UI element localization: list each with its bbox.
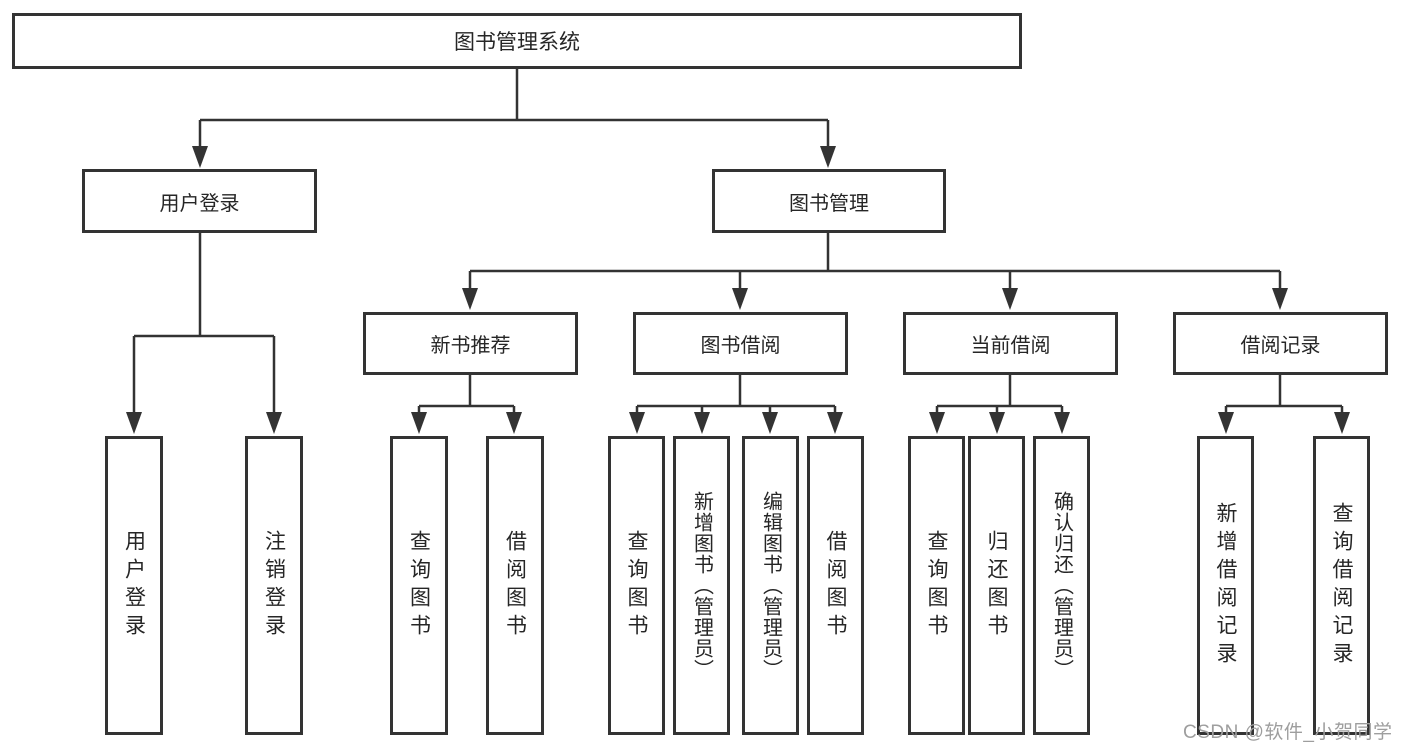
leaf-label: 借阅图书 <box>824 529 847 642</box>
node-label: 图书借阅 <box>700 335 781 357</box>
node-library-management-system: 图书管理系统 <box>12 13 1022 69</box>
arrowheads-level3 <box>462 288 1288 310</box>
leaf-label: 新增借阅记录 <box>1214 501 1237 670</box>
node-user-login: 用户登录 <box>82 169 317 233</box>
connector-newbooks-to-leaves <box>417 375 516 414</box>
leaf-label: 查询借阅记录 <box>1330 501 1353 670</box>
node-label: 新书推荐 <box>430 335 511 357</box>
connector-borrowing-to-leaves <box>635 375 837 414</box>
leaf-add-borrow-record: 新增借阅记录 <box>1197 436 1254 735</box>
arrowheads-login-leaves <box>126 412 282 434</box>
leaf-query-books-current: 查询图书 <box>908 436 965 735</box>
node-label: 当前借阅 <box>970 335 1051 357</box>
leaf-add-books-admin: 新增图书（管理员） <box>673 436 730 735</box>
node-label: 用户登录 <box>159 192 240 215</box>
leaf-confirm-return-admin: 确认归还（管理员） <box>1033 436 1090 735</box>
leaf-label: 确认归还（管理员） <box>1050 491 1073 680</box>
leaf-label: 编辑图书（管理员） <box>759 491 782 680</box>
arrowheads-current-leaves <box>929 412 1070 434</box>
leaf-borrow-books-recommend: 借阅图书 <box>486 436 544 735</box>
node-new-book-recommendation: 新书推荐 <box>363 312 578 375</box>
node-borrowing-records: 借阅记录 <box>1173 312 1388 375</box>
arrowheads-level2 <box>192 146 836 168</box>
arrowheads-borrowing-leaves <box>629 412 843 434</box>
leaf-label: 查询图书 <box>925 529 948 642</box>
leaf-label: 查询图书 <box>407 529 431 642</box>
leaf-edit-books-admin: 编辑图书（管理员） <box>742 436 799 735</box>
leaf-label: 新增图书（管理员） <box>690 491 713 680</box>
leaf-query-books-borrowing: 查询图书 <box>608 436 665 735</box>
leaf-return-books: 归还图书 <box>968 436 1025 735</box>
connector-root-to-level2 <box>198 69 830 148</box>
connector-current-to-leaves <box>935 375 1064 414</box>
leaf-label: 借阅图书 <box>503 529 527 642</box>
leaf-user-login: 用户登录 <box>105 436 163 735</box>
leaf-label: 用户登录 <box>122 529 146 642</box>
connector-login-to-leaves <box>132 233 276 414</box>
node-book-management: 图书管理 <box>712 169 946 233</box>
node-current-borrowing: 当前借阅 <box>903 312 1118 375</box>
node-label: 借阅记录 <box>1240 335 1321 357</box>
leaf-label: 归还图书 <box>985 529 1008 642</box>
node-book-borrowing: 图书借阅 <box>633 312 848 375</box>
leaf-query-borrow-record: 查询借阅记录 <box>1313 436 1370 735</box>
arrowheads-records-leaves <box>1218 412 1350 434</box>
node-label: 图书管理 <box>789 192 869 215</box>
leaf-query-books-recommend: 查询图书 <box>390 436 448 735</box>
leaf-logout: 注销登录 <box>245 436 303 735</box>
leaf-label: 查询图书 <box>625 529 648 642</box>
leaf-label: 注销登录 <box>262 529 286 642</box>
leaf-borrow-books: 借阅图书 <box>807 436 864 735</box>
csdn-watermark: CSDN @软件_小贺同学 <box>1183 722 1393 743</box>
node-label: 图书管理系统 <box>454 31 580 54</box>
connector-management-to-level3 <box>468 233 1282 290</box>
arrowheads-newbooks-leaves <box>411 412 522 434</box>
connector-records-to-leaves <box>1224 375 1344 414</box>
